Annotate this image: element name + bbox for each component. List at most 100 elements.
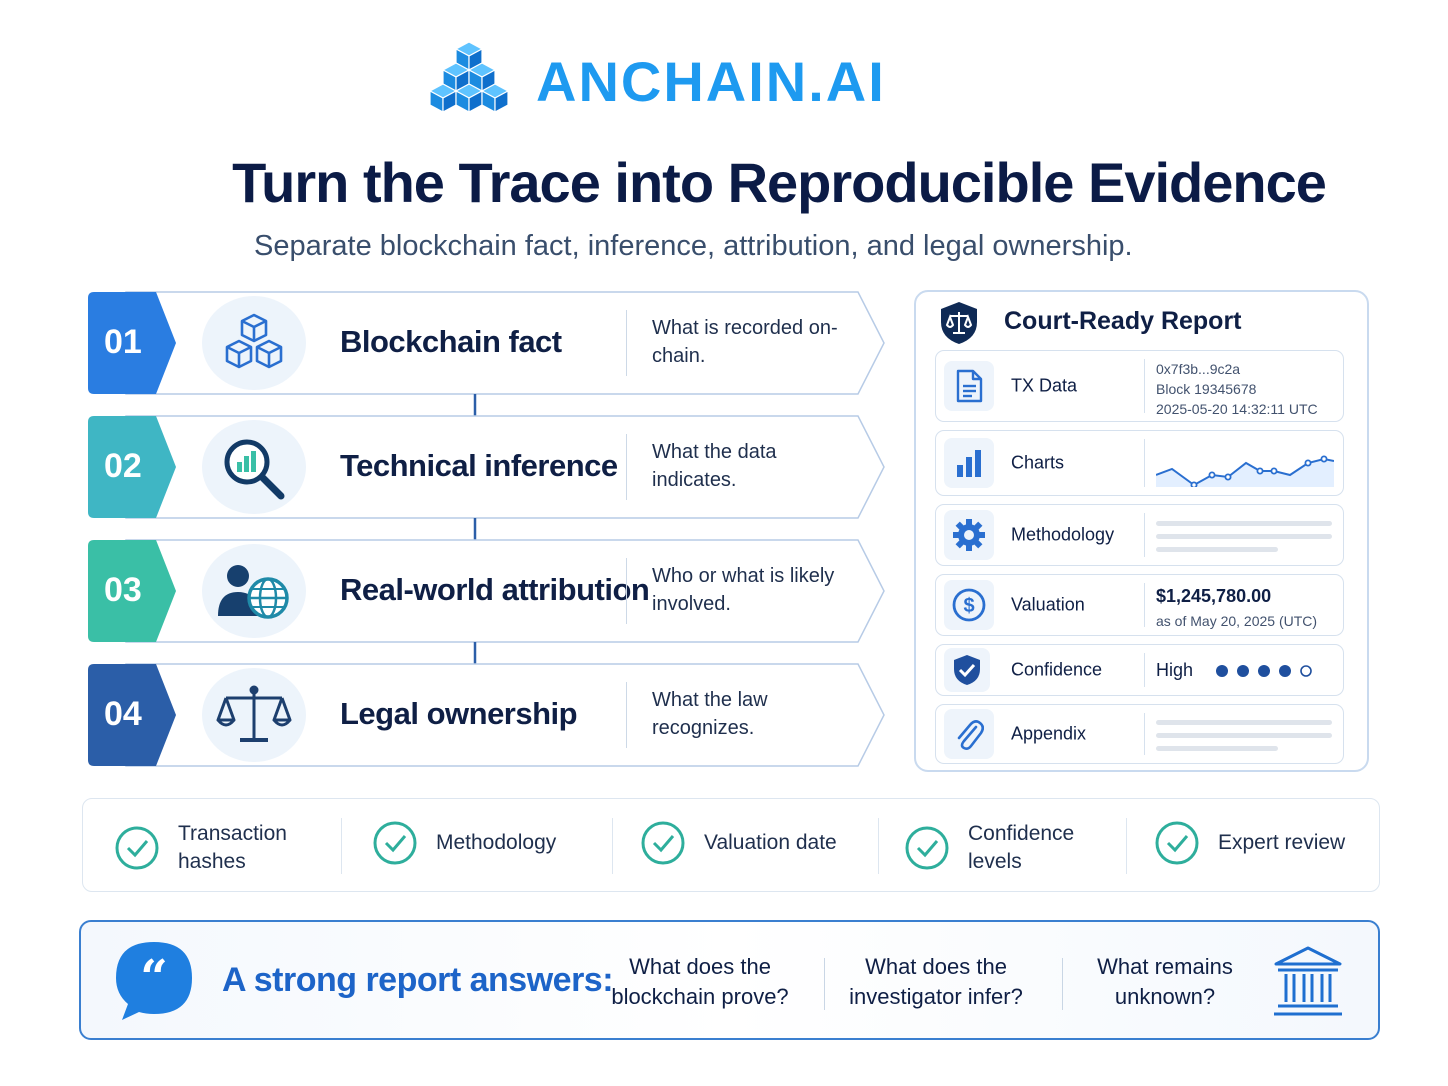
step-technical-inference: 02 Technical inference What the data ind… — [86, 414, 886, 520]
step-divider — [626, 682, 627, 748]
placeholder-line — [1156, 521, 1332, 526]
checklist-divider — [341, 818, 342, 874]
checklist-label: Expert review — [1218, 831, 1346, 854]
placeholder-line — [1156, 547, 1278, 552]
evidence-checklist — [82, 798, 1380, 892]
quote-bubble-icon: “ — [116, 942, 192, 1020]
bar-chart-icon — [944, 438, 994, 488]
check-circle-icon — [905, 826, 949, 870]
page-subtitle: Separate blockchain fact, inference, att… — [254, 230, 1133, 262]
step-divider — [626, 434, 627, 500]
report-row-label: Appendix — [1011, 723, 1087, 744]
placeholder-line — [1156, 720, 1332, 725]
report-row-label: Methodology — [1011, 524, 1115, 545]
page-title: Turn the Trace into Reproducible Evidenc… — [232, 151, 1327, 214]
step-legal-ownership: 04 Legal ownership What the law recogniz… — [86, 662, 886, 768]
report-row-label: TX Data — [1011, 375, 1078, 396]
report-row-label: Confidence — [1011, 659, 1103, 680]
step-arrow-shape — [88, 291, 885, 395]
svg-text:$: $ — [963, 595, 974, 617]
checklist-divider — [878, 818, 879, 874]
checklist-label: Methodology — [436, 831, 557, 854]
step-label: Blockchain fact — [340, 324, 562, 359]
step-description: What is recorded on-chain. — [652, 317, 838, 367]
cubes-icon — [202, 296, 306, 390]
confidence-dot-filled — [1237, 665, 1249, 677]
report-row-label: Charts — [1011, 452, 1065, 473]
step-label: Real-world attribution — [340, 572, 650, 607]
confidence-level-dots — [1216, 665, 1312, 677]
checklist-divider — [612, 818, 613, 874]
report-row-label: Valuation — [1011, 594, 1085, 615]
step-label: Technical inference — [340, 448, 618, 483]
checklist-label: Transaction hashes — [178, 822, 287, 873]
valuation-amount: $1,245,780.00 — [1156, 586, 1272, 606]
report-row-divider — [1144, 713, 1145, 755]
checklist-item: Expert review — [1154, 820, 1345, 866]
report-row-divider — [1144, 653, 1145, 687]
check-circle-icon — [1155, 821, 1199, 865]
tx-block: Block 19345678 — [1156, 381, 1257, 397]
shield-scales-icon — [941, 302, 977, 344]
checklist-item: Valuation date — [640, 820, 837, 866]
question-item: What does the blockchain prove? — [611, 954, 789, 1009]
step-arrow-shape — [88, 415, 885, 519]
confidence-dot-filled — [1216, 665, 1228, 677]
answers-divider — [1062, 958, 1063, 1010]
step-divider — [626, 310, 627, 376]
confidence-dot-filled — [1279, 665, 1291, 677]
dollar-icon: $ — [944, 580, 994, 630]
report-row-confidence: Confidence High — [935, 644, 1344, 696]
report-answers-box — [79, 920, 1380, 1040]
gear-icon — [944, 510, 994, 560]
confidence-value: High — [1156, 660, 1194, 680]
report-title: Court-Ready Report — [1004, 307, 1242, 335]
report-row-appendix: Appendix — [935, 704, 1344, 764]
step-arrow-shape — [88, 539, 885, 643]
svg-text:“: “ — [140, 950, 168, 1006]
paperclip-icon — [944, 709, 994, 759]
checklist-label: Confidence levels — [968, 822, 1075, 873]
courthouse-icon — [1274, 946, 1342, 1016]
step-number: 04 — [104, 695, 142, 733]
confidence-dot-empty — [1300, 665, 1312, 677]
step-label: Legal ownership — [340, 696, 578, 731]
answers-heading: A strong report answers: — [222, 961, 614, 999]
checklist-divider — [1126, 818, 1127, 874]
question-item: What does the investigator infer? — [849, 954, 1023, 1009]
report-row-valuation: $ Valuation $1,245,780.00 as of May 20, … — [935, 574, 1344, 636]
magnifier-chart-icon — [202, 420, 306, 514]
step-blockchain-fact: 01 Blockchain fact What is recorded on-c… — [86, 290, 886, 396]
question-item: What remains unknown? — [1097, 954, 1233, 1009]
tx-hash: 0x7f3b...9c2a — [1156, 361, 1241, 377]
document-icon — [944, 361, 994, 411]
confidence-dot-filled — [1258, 665, 1270, 677]
step-real-world-attribution: 03 Real-world attribution Who or what is… — [86, 538, 886, 644]
report-row-tx-data: TX Data 0x7f3b...9c2a Block 19345678 202… — [935, 350, 1344, 422]
step-arrow-shape — [88, 663, 885, 767]
tx-timestamp: 2025-05-20 14:32:11 UTC — [1156, 401, 1318, 417]
report-row-divider — [1144, 359, 1145, 413]
valuation-date: as of May 20, 2025 (UTC) — [1156, 613, 1318, 629]
step-description: Who or what is likely involved. — [652, 565, 835, 615]
shield-check-icon — [944, 648, 990, 692]
check-circle-icon — [115, 826, 159, 870]
step-description: What the law recognizes. — [652, 689, 768, 739]
stacked-cubes-logo-icon — [428, 41, 510, 114]
step-description: What the data indicates. — [652, 441, 777, 491]
step-number: 02 — [104, 447, 142, 485]
placeholder-line — [1156, 733, 1332, 738]
check-circle-icon — [641, 821, 685, 865]
checklist-label: Valuation date — [704, 831, 837, 854]
step-divider — [626, 558, 627, 624]
checklist-item: Confidence levels — [904, 820, 1098, 876]
report-row-methodology: Methodology — [935, 504, 1344, 566]
placeholder-line — [1156, 746, 1278, 751]
sparkline-chart — [1156, 455, 1334, 487]
placeholder-line — [1156, 534, 1332, 539]
checklist-item: Transaction hashes — [114, 820, 308, 876]
report-row-charts: Charts — [935, 430, 1344, 496]
scales-icon — [202, 668, 306, 762]
checklist-item: Methodology — [372, 820, 556, 866]
check-circle-icon — [373, 821, 417, 865]
